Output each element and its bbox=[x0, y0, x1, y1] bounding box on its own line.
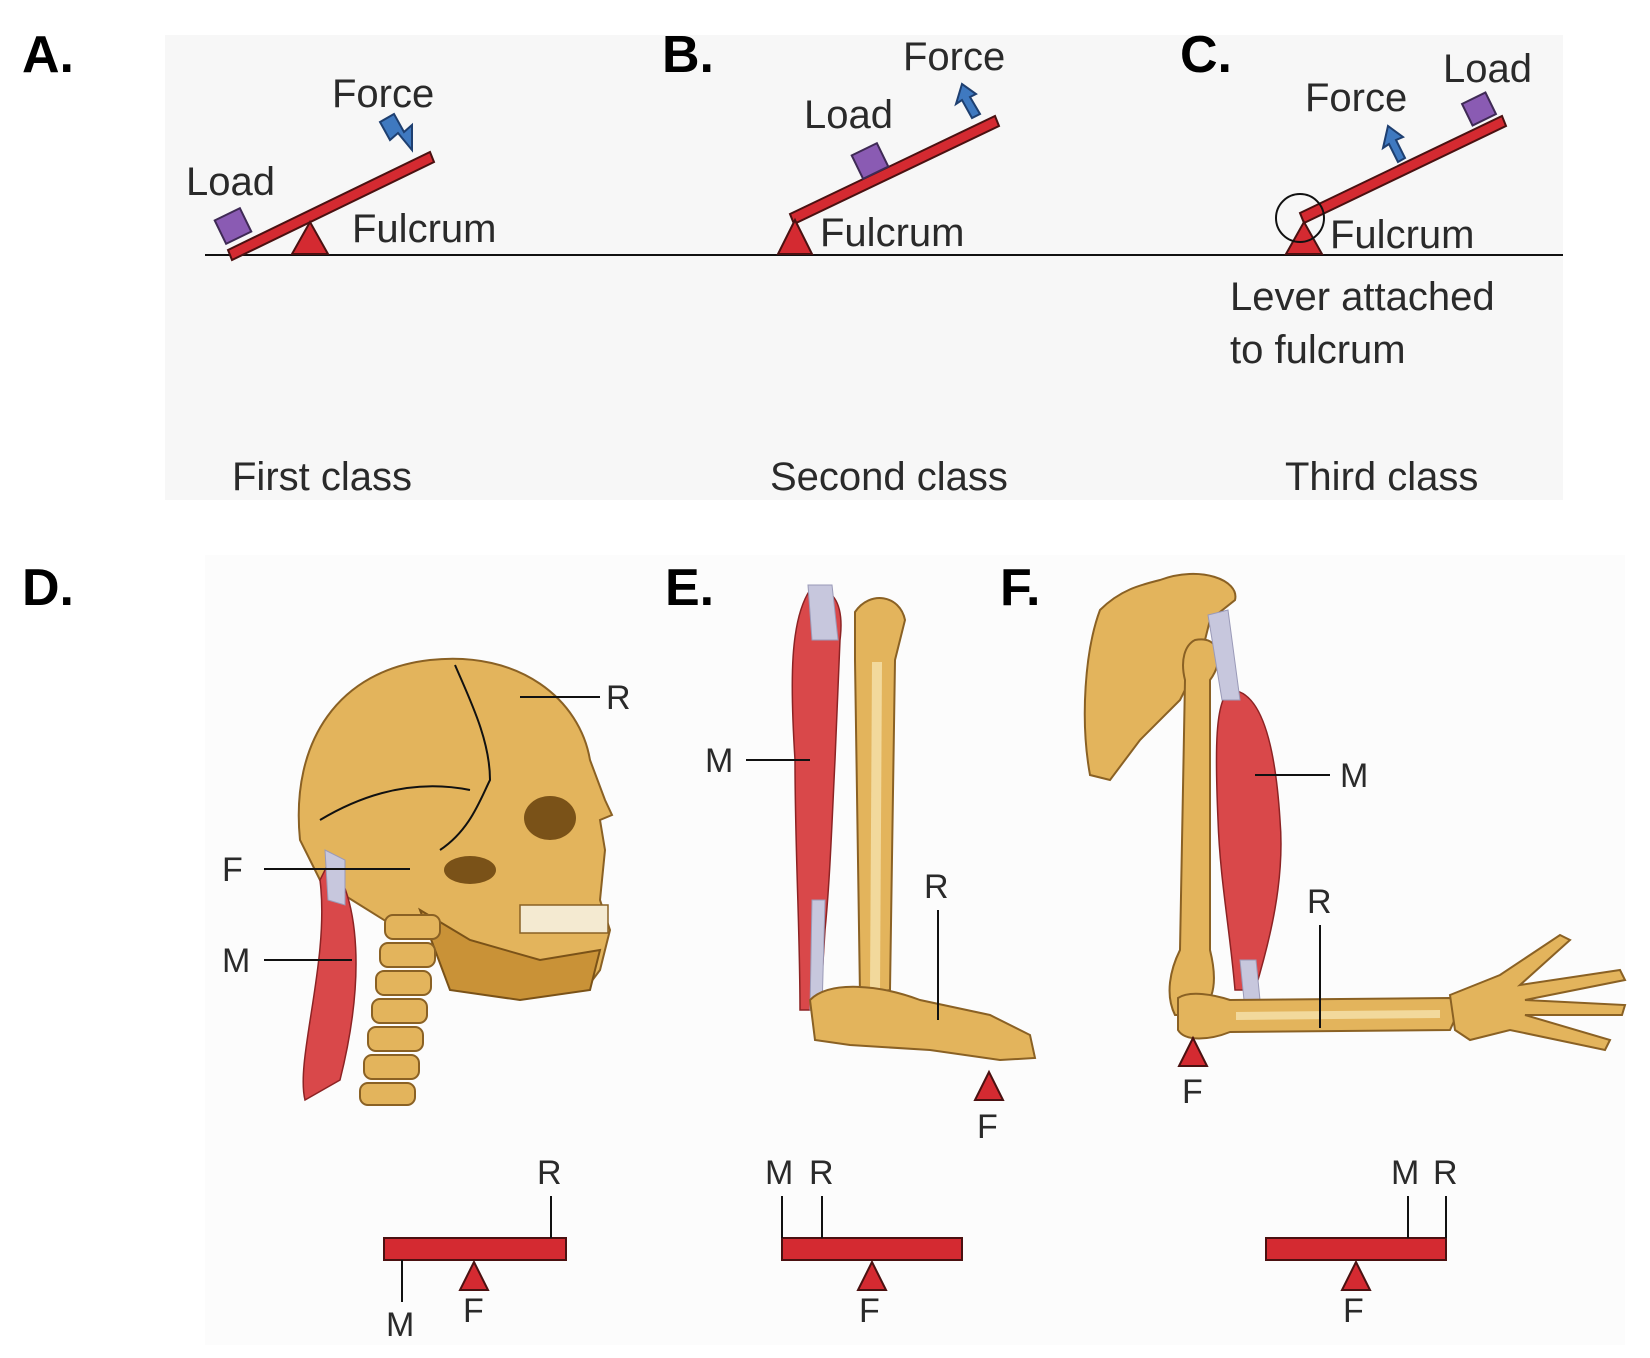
panel-f-bar bbox=[1265, 1237, 1447, 1261]
panel-c-note-line1: Lever attached bbox=[1230, 275, 1495, 319]
panel-e-lever-bar-diagram bbox=[781, 1196, 963, 1291]
panel-b-fulcrum-label: Fulcrum bbox=[820, 211, 964, 255]
skull-teeth bbox=[519, 904, 609, 934]
cervical-spine bbox=[359, 914, 441, 1106]
top-panel-background bbox=[165, 35, 1563, 500]
panel-e-fulcrum-triangle bbox=[973, 1069, 1005, 1101]
panel-e-r-label: R bbox=[924, 868, 949, 906]
panel-d-letter: D. bbox=[22, 559, 74, 617]
arm-illustration bbox=[1083, 572, 1627, 1052]
panel-c-load-block bbox=[1460, 91, 1498, 127]
panel-f-bar-f-label: F bbox=[1343, 1292, 1364, 1330]
panel-f-bar-m-label: M bbox=[1391, 1154, 1419, 1192]
panel-f-m-label: M bbox=[1340, 757, 1368, 795]
panel-f-bar-fulcrum bbox=[1340, 1259, 1372, 1291]
panel-d-bar-r-label: R bbox=[537, 1154, 562, 1192]
biceps-tendon-bottom bbox=[1239, 959, 1261, 1001]
panel-a-letter: A. bbox=[22, 26, 74, 84]
panel-f-fulcrum-triangle bbox=[1177, 1035, 1209, 1067]
skull-zygomatic-gap bbox=[444, 856, 496, 884]
panel-e-letter: E. bbox=[665, 559, 714, 617]
calf-muscle bbox=[791, 588, 842, 1011]
calf-tendon-top bbox=[807, 584, 839, 641]
panel-f-f-label: F bbox=[1182, 1073, 1203, 1111]
panel-c-fulcrum-label: Fulcrum bbox=[1330, 213, 1474, 257]
panel-c-lever-bar bbox=[1298, 114, 1508, 225]
panel-e-bar-r-label: R bbox=[809, 1154, 834, 1192]
panel-a-load-label: Load bbox=[186, 160, 275, 204]
panel-e-bar bbox=[781, 1237, 963, 1261]
skull-illustration bbox=[297, 657, 614, 1106]
foot-bones bbox=[808, 985, 1037, 1062]
panel-d-bar-m-label: M bbox=[386, 1306, 414, 1344]
panel-b-letter: B. bbox=[662, 26, 714, 84]
panel-a-lever-bar bbox=[226, 150, 436, 262]
panel-d-f-label: F bbox=[222, 851, 243, 889]
panel-c-force-label: Force bbox=[1305, 76, 1407, 120]
panel-a-class-label: First class bbox=[232, 455, 412, 499]
panel-f-letter: F. bbox=[1000, 559, 1040, 617]
panel-b-force-arrow bbox=[954, 82, 982, 120]
panel-a-load-block bbox=[213, 206, 253, 246]
panel-e-bar-fulcrum bbox=[856, 1259, 888, 1291]
panel-d-bar-f-label: F bbox=[463, 1292, 484, 1330]
panel-b-fulcrum-triangle bbox=[776, 217, 814, 255]
panel-b-force-label: Force bbox=[903, 35, 1005, 79]
skull-mandible bbox=[418, 907, 602, 1002]
panel-c-force-arrow bbox=[1381, 124, 1407, 164]
panel-c-class-label: Third class bbox=[1285, 455, 1478, 499]
skull-suture-squamosal bbox=[319, 785, 471, 821]
forearm-gap bbox=[1236, 1010, 1440, 1020]
scapula bbox=[1083, 572, 1237, 782]
leg-illustration bbox=[791, 584, 1037, 1062]
panel-d-r-label: R bbox=[606, 679, 631, 717]
panel-f-r-label: R bbox=[1307, 883, 1332, 921]
panel-c-load-label: Load bbox=[1443, 47, 1532, 91]
panel-a-force-label: Force bbox=[332, 72, 434, 116]
skull-orbit bbox=[524, 796, 576, 840]
panel-f-bar-r-label: R bbox=[1433, 1154, 1458, 1192]
panel-b-class-label: Second class bbox=[770, 455, 1008, 499]
panel-a-lever-diagram bbox=[213, 112, 436, 262]
panel-b-lever-bar bbox=[788, 114, 1001, 226]
panel-b-load-label: Load bbox=[804, 93, 893, 137]
panel-d-lever-bar-diagram bbox=[383, 1196, 567, 1302]
panel-b-load-block bbox=[850, 141, 890, 181]
panel-d-m-label: M bbox=[222, 942, 250, 980]
panel-c-attachment-circle bbox=[1275, 193, 1325, 243]
panel-d-bar-fulcrum bbox=[458, 1259, 490, 1291]
panel-b-lever-diagram bbox=[776, 82, 1001, 255]
panel-e-f-label: F bbox=[977, 1108, 998, 1146]
panel-e-bar-m-label: M bbox=[765, 1154, 793, 1192]
panel-a-force-arrow bbox=[378, 112, 413, 153]
panel-a-fulcrum-label: Fulcrum bbox=[352, 207, 496, 251]
biceps-tendon-top bbox=[1207, 609, 1241, 701]
fibula-gap bbox=[870, 662, 882, 990]
panel-d-bar bbox=[383, 1237, 567, 1261]
panel-c-letter: C. bbox=[1180, 26, 1232, 84]
panel-f-lever-bar-diagram bbox=[1265, 1196, 1447, 1291]
panel-a-fulcrum-triangle bbox=[290, 219, 330, 255]
skull-suture-coronal bbox=[439, 664, 492, 851]
panel-e-m-label: M bbox=[705, 742, 733, 780]
hand-bones bbox=[1448, 933, 1627, 1052]
panel-c-lever-diagram bbox=[1275, 91, 1508, 255]
panel-c-note-line2: to fulcrum bbox=[1230, 328, 1406, 372]
panel-e-bar-f-label: F bbox=[859, 1292, 880, 1330]
neck-muscle-tendon bbox=[324, 849, 346, 906]
neck-muscle bbox=[302, 858, 357, 1102]
